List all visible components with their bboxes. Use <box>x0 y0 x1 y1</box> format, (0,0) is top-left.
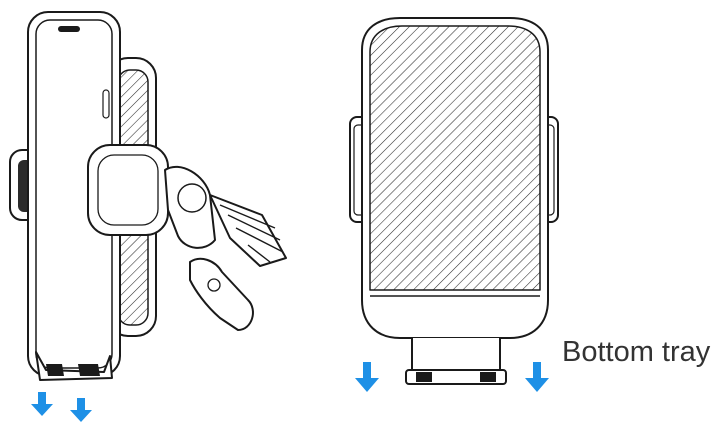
down-arrow-icon <box>70 398 92 422</box>
front-view-holder <box>349 17 559 385</box>
bottom-tray-label: Bottom tray <box>562 336 711 368</box>
down-arrow-icon <box>31 392 53 416</box>
down-arrow-icon <box>525 362 549 392</box>
phone-speaker-notch <box>58 26 80 32</box>
phone-side-button <box>102 89 110 119</box>
bottom-tray <box>405 338 507 385</box>
charging-surface <box>369 25 541 291</box>
down-arrow-icon <box>355 362 379 392</box>
side-view-phone-mount <box>9 11 287 381</box>
down-arrows-left <box>31 392 92 422</box>
clamp-lever <box>189 257 254 331</box>
down-arrows-right <box>355 362 549 392</box>
vent-clip <box>209 194 287 267</box>
